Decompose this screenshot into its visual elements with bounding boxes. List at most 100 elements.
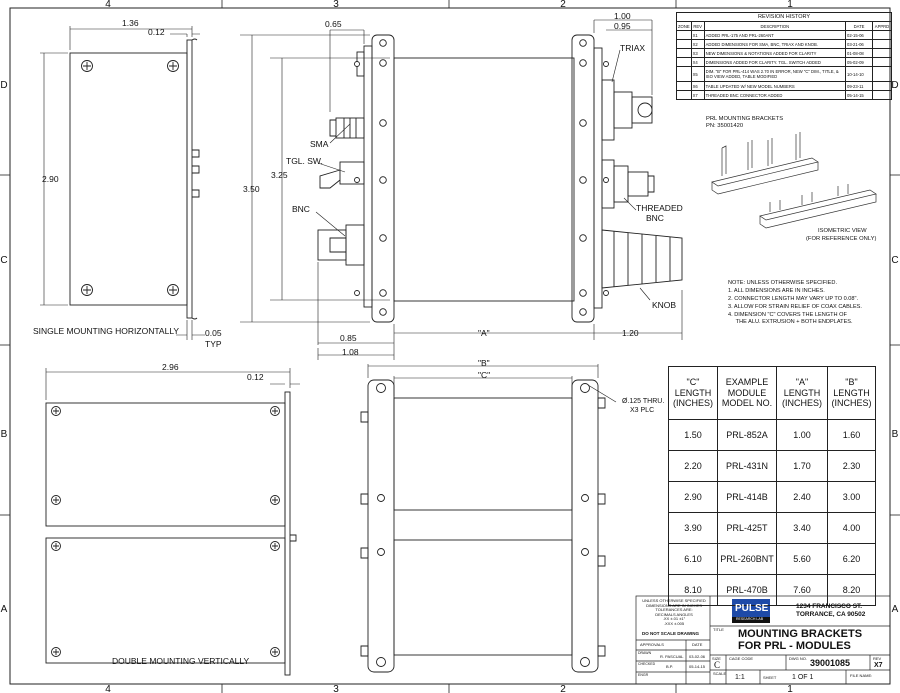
zone-col-1: 1 xyxy=(787,0,793,10)
lut-cell: 5.60 xyxy=(776,543,828,575)
date-label: DATE xyxy=(692,642,703,647)
zone-col-4: 4 xyxy=(105,0,111,10)
file-name-label: FILE NAME: xyxy=(850,673,873,678)
zone-col-1-b: 1 xyxy=(787,684,793,693)
rev-id: X3 xyxy=(690,48,705,58)
rev-col-apprd: APPRD xyxy=(872,21,892,31)
rev-date: 02-15-06 xyxy=(845,30,873,40)
lut-cell: 8.10 xyxy=(668,574,718,606)
lut-cell: 2.90 xyxy=(668,481,718,513)
zone-col-2: 2 xyxy=(560,0,566,10)
company-address-1: 1234 FRANCISCO ST. xyxy=(796,603,863,610)
label-double-vertical: DOUBLE MOUNTING VERTICALLY xyxy=(112,656,249,666)
tol-line: TOLERANCES ARE: xyxy=(655,607,693,613)
dim-3-50: 3.50 xyxy=(243,184,260,194)
rev-id: X6 xyxy=(690,81,705,91)
dim-1-00: 1.00 xyxy=(614,11,631,21)
approvals-label: APPROVALS xyxy=(640,642,664,647)
rev-col-desc: DESCRIPTION xyxy=(703,21,847,31)
note-line: 4. DIMENSION "C" COVERS THE LENGTH OF xyxy=(728,311,847,318)
label-single-horizontal: SINGLE MOUNTING HORIZONTALLY xyxy=(33,326,179,336)
revision-history-table: REVISION HISTORY ZONE REV DESCRIPTION DA… xyxy=(676,12,892,100)
rev-desc: ADDED DIMENSIONS FOR SMA, BNC, TRIAX AND… xyxy=(703,39,847,49)
front-view-right xyxy=(571,34,683,323)
rev-desc: TABLE UPDATED W/ NEW MODEL NUMBERS xyxy=(703,81,847,91)
lut-cell: 1.60 xyxy=(827,419,876,451)
iso-title-1: PRL MOUNTING BRACKETS xyxy=(706,116,783,122)
lut-cell: 1.50 xyxy=(668,419,718,451)
lut-cell: 3.00 xyxy=(827,481,876,513)
dim-typ: TYP xyxy=(205,339,222,349)
drawing-title-2: FOR PRL - MODULES xyxy=(738,640,851,652)
drawing-notes: NOTE: UNLESS OTHERWISE SPECIFIED. 1. ALL… xyxy=(728,280,862,328)
lut-cell: 2.30 xyxy=(827,450,876,482)
rev-col-date: DATE xyxy=(845,21,873,31)
dim-1-36: 1.36 xyxy=(122,18,139,28)
note-line: 1. ALL DIMENSIONS ARE IN INCHES. xyxy=(728,287,825,294)
bracket-pair-view xyxy=(360,379,606,673)
dim-b: "B" xyxy=(478,358,490,368)
rev-col-zone: ZONE xyxy=(676,21,692,31)
tolerance-block: UNLESS OTHERWISE SPECIFIED DIMENSIONS AR… xyxy=(640,598,708,627)
dim-0-65: 0.65 xyxy=(325,19,342,29)
dim-0-05: 0.05 xyxy=(205,328,222,338)
rev-desc: ADDED PRL-175 AND PRL-260ANT xyxy=(703,30,847,40)
sheet-value: 1 OF 1 xyxy=(792,674,814,681)
rev-date: 05-14-15 xyxy=(845,90,873,100)
dim-0-85: 0.85 xyxy=(340,333,357,343)
drawn-by: R. PASCUAL xyxy=(660,654,684,659)
tol-line: .XXX ±.005 xyxy=(663,620,685,626)
sheet-label: SHEET xyxy=(763,675,777,680)
lut-cell: PRL-852A xyxy=(717,419,777,451)
rev-label: REV xyxy=(873,656,882,661)
label-triax: TRIAX xyxy=(620,43,645,53)
zone-row-a-r: A xyxy=(892,604,899,615)
lut-cell: PRL-431N xyxy=(717,450,777,482)
logo-text: PULSE xyxy=(735,603,769,614)
label-tgl-sw: TGL. SW. xyxy=(286,156,323,166)
lut-cell: PRL-414B xyxy=(717,481,777,513)
zone-row-c-r: C xyxy=(891,255,898,266)
tol-line: UNLESS OTHERWISE SPECIFIED xyxy=(642,598,706,603)
label-bnc: BNC xyxy=(292,204,310,214)
front-view-left xyxy=(317,34,575,323)
do-not-scale: DO NOT SCALE DRAWING xyxy=(642,631,699,636)
rev-date: 09-23-11 xyxy=(845,81,873,91)
rev-id: X1 xyxy=(690,30,705,40)
dim-2-90: 2.90 xyxy=(42,174,59,184)
zone-col-3-b: 3 xyxy=(333,684,339,693)
zone-col-4-b: 4 xyxy=(105,684,111,693)
iso-caption-2: (FOR REFERENCE ONLY) xyxy=(806,236,876,242)
checked-label: CHECKED xyxy=(638,662,656,666)
iso-title-2: PN: 35001420 xyxy=(706,123,743,129)
scale-value: 1:1 xyxy=(735,674,745,681)
label-sma: SMA xyxy=(310,139,329,149)
label-knob: KNOB xyxy=(652,300,676,310)
lut-cell: 4.00 xyxy=(827,512,876,544)
lut-cell: PRL-470B xyxy=(717,574,777,606)
size-label: SIZE xyxy=(712,656,721,661)
zone-row-b: B xyxy=(1,429,8,440)
rev-desc: DIMENSIONS ADDED FOR CLARITY. TGL. SWITC… xyxy=(703,57,847,67)
dim-0-95: 0.95 xyxy=(614,21,631,31)
dim-0-12-a: 0.12 xyxy=(148,27,165,37)
note-line: 2. CONNECTOR LENGTH MAY VARY UP TO 0.08"… xyxy=(728,295,859,302)
rev-id: X5 xyxy=(690,66,705,82)
lut-cell: PRL-260BNT xyxy=(717,543,777,575)
note-line: NOTE: UNLESS OTHERWISE SPECIFIED. xyxy=(728,280,837,286)
iso-caption-1: ISOMETRIC VIEW xyxy=(818,228,867,234)
double-module-view xyxy=(45,391,297,676)
rev-desc: THREADED BNC CONNECTOR ADDED xyxy=(703,90,847,100)
lut-cell: 3.40 xyxy=(776,512,828,544)
zone-col-3: 3 xyxy=(333,0,339,10)
label-threaded-bnc: BNC xyxy=(646,213,664,223)
lut-cell: 3.90 xyxy=(668,512,718,544)
rev-desc: NEW DIMENSIONS & NOTATIONS ADDED FOR CLA… xyxy=(703,48,847,58)
rev-id: X4 xyxy=(690,57,705,67)
note-line: THE ALU. EXTRUSION + BOTH ENDPLATES. xyxy=(728,319,853,326)
rev-desc: DIM. "B" FOR PRL-414 WAS 2.70 IN ERROR, … xyxy=(703,66,847,82)
